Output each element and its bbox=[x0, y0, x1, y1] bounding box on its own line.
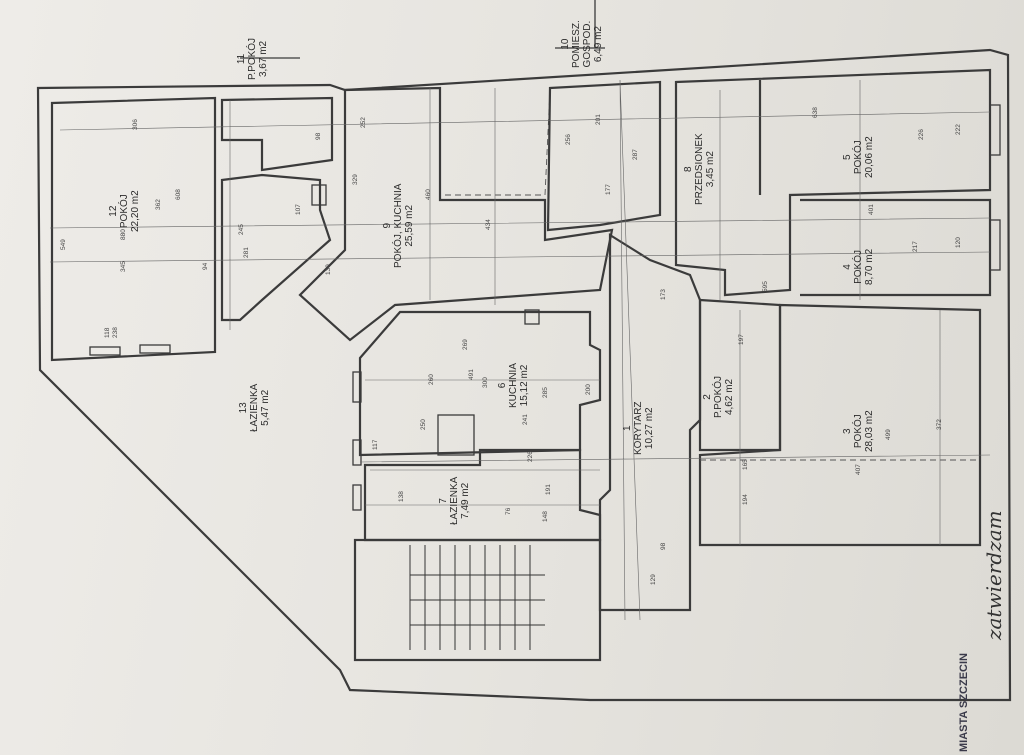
dimension-label: 226 bbox=[918, 129, 925, 140]
dimension-label: 197 bbox=[738, 334, 745, 345]
dimension-label: 191 bbox=[545, 484, 552, 495]
dimension-label: 200 bbox=[585, 384, 592, 395]
dimension-label: 460 bbox=[425, 189, 432, 200]
dimension-label: 250 bbox=[420, 419, 427, 430]
dimension-label: 238 bbox=[112, 327, 119, 338]
dimension-label: 269 bbox=[462, 339, 469, 350]
dimension-label: 260 bbox=[428, 374, 435, 385]
room-4-label: 4 POKÓJ 8,70 m2 bbox=[842, 248, 875, 285]
dimension-label: 880 bbox=[120, 229, 127, 240]
signature: zatwierdzam bbox=[982, 510, 1006, 640]
dimension-label: 638 bbox=[812, 107, 819, 118]
dimension-label: 177 bbox=[605, 184, 612, 195]
room-5-4-divider bbox=[758, 80, 992, 297]
dimension-label: 252 bbox=[360, 117, 367, 128]
room-5-label: 5 POKÓJ 20,06 m2 bbox=[842, 136, 875, 178]
room-8-walls bbox=[674, 68, 992, 297]
window bbox=[989, 219, 1001, 271]
dimension-label: 165 bbox=[742, 459, 749, 470]
room-6-walls bbox=[358, 310, 602, 457]
dimension-label: 194 bbox=[742, 494, 749, 505]
room-2-label: 2 P.POKÓJ 4,62 m2 bbox=[702, 375, 735, 418]
room-8-label: 8 PRZEDSIONEK 3,45 m2 bbox=[683, 133, 716, 205]
staircase-steps bbox=[409, 545, 545, 650]
room-11-walls bbox=[220, 96, 334, 172]
room-1-walls bbox=[598, 233, 702, 612]
dimension-label: 98 bbox=[315, 132, 322, 140]
dimension-label: 120 bbox=[955, 237, 962, 248]
room-10-walls bbox=[546, 80, 662, 232]
dimension-label: 138 bbox=[398, 491, 405, 502]
room-9-label: 9 POKÓJ, KUCHNIA 25,59 m2 bbox=[382, 183, 415, 268]
dimension-label: 287 bbox=[632, 149, 639, 160]
room-9-dash bbox=[445, 89, 551, 196]
window bbox=[989, 104, 1001, 156]
window bbox=[352, 371, 362, 403]
room-10-label: 10 POMIESZ. GOSPOD. 6,49 m2 bbox=[560, 20, 604, 68]
dimension-label: 76 bbox=[505, 507, 512, 515]
room-3-label: 3 POKÓJ 28,03 m2 bbox=[842, 410, 875, 452]
dimension-label: 117 bbox=[372, 439, 379, 450]
fixture bbox=[437, 414, 475, 456]
dimension-label: 329 bbox=[352, 174, 359, 185]
dimension-label: 222 bbox=[955, 124, 962, 135]
dimension-label: 129 bbox=[650, 574, 657, 585]
dimension-label: 608 bbox=[175, 189, 182, 200]
dimension-label: 300 bbox=[482, 377, 489, 388]
dimension-label: 401 bbox=[868, 204, 875, 215]
fixture bbox=[524, 309, 540, 325]
dimension-label: 372 bbox=[936, 419, 943, 430]
dimension-label: 139 bbox=[325, 264, 332, 275]
dimension-label: 107 bbox=[295, 204, 302, 215]
window bbox=[352, 439, 362, 466]
dimension-label: 306 bbox=[132, 119, 139, 130]
dimension-lines bbox=[49, 79, 991, 621]
dimension-label: 285 bbox=[542, 387, 549, 398]
room-3-walls bbox=[698, 303, 982, 547]
room-6-label: 6 KUCHNIA 15,12 m2 bbox=[497, 362, 530, 408]
dimension-label: 434 bbox=[485, 219, 492, 230]
room-12-label: 12 POKÓJ 22,20 m2 bbox=[108, 190, 141, 232]
dimension-label: 98 bbox=[660, 542, 667, 550]
dimension-label: 241 bbox=[522, 414, 529, 425]
room-13-walls bbox=[220, 173, 332, 322]
municipal-stamp: MIASTA SZCZECIN bbox=[958, 653, 970, 752]
dimension-label: 94 bbox=[202, 262, 209, 270]
dimension-label: 281 bbox=[243, 247, 250, 258]
dimension-label: 148 bbox=[542, 511, 549, 522]
dimension-label: 201 bbox=[595, 114, 602, 125]
room-12-walls bbox=[50, 96, 217, 362]
dimension-label: 362 bbox=[155, 199, 162, 210]
dimension-label: 226 bbox=[527, 451, 534, 462]
room-7-label: 7 ŁAZIENKA 7,49 m2 bbox=[438, 476, 471, 525]
dimension-label: 173 bbox=[660, 289, 667, 300]
dimension-label: 118 bbox=[104, 327, 111, 338]
dimension-label: 595 bbox=[762, 281, 769, 292]
dimension-label: 245 bbox=[238, 224, 245, 235]
dimension-label: 549 bbox=[60, 239, 67, 250]
staircase-outline bbox=[353, 538, 602, 662]
dimension-label: 499 bbox=[885, 429, 892, 440]
hatch-box bbox=[311, 184, 327, 206]
dimension-label: 491 bbox=[468, 369, 475, 380]
room-9-walls bbox=[298, 86, 614, 342]
room-13-label: 13 ŁAZIENKA 5,47 m2 bbox=[238, 383, 271, 432]
room-11-label: 11 P.POKÓJ 3,67 m2 bbox=[236, 37, 269, 80]
room-1-label: 1 KORYTARZ 10,27 m2 bbox=[622, 401, 655, 455]
outer-wall bbox=[36, 48, 1012, 702]
window bbox=[352, 484, 362, 511]
window bbox=[89, 346, 121, 356]
section-marker bbox=[240, 0, 605, 59]
dimension-label: 345 bbox=[120, 261, 127, 272]
dimension-label: 256 bbox=[565, 134, 572, 145]
dimension-label: 217 bbox=[912, 241, 919, 252]
dimension-label: 407 bbox=[855, 464, 862, 475]
window bbox=[139, 344, 171, 354]
